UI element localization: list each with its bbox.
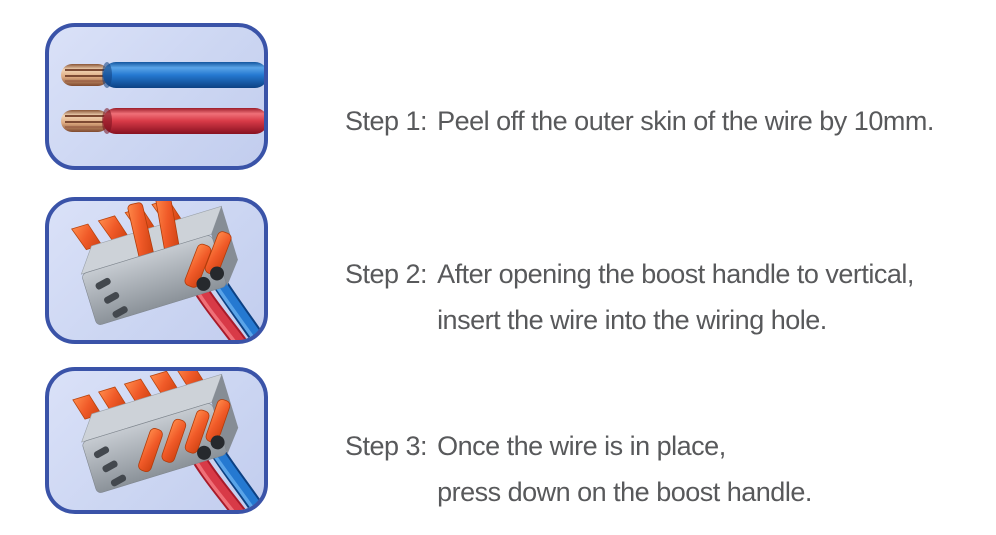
inserted-wires (191, 443, 264, 510)
connector-body-closed (72, 371, 239, 493)
step-3-label: Step 3: (345, 431, 428, 461)
step-2-label: Step 2: (345, 259, 428, 289)
step-1-lines: Peel off the outer skin of the wire by 1… (437, 98, 934, 144)
step-2-line-2: insert the wire into the wiring hole. (437, 305, 827, 335)
step-3-line-1: Once the wire is in place, (437, 431, 726, 461)
step1-image-panel (45, 23, 268, 170)
connector-open-illustration (71, 201, 264, 340)
step-3-line-2: press down on the boost handle. (437, 477, 812, 507)
stripped-wires-illustration (61, 62, 264, 134)
red-wire (61, 108, 264, 134)
connector-body-open (71, 201, 238, 325)
step2-image-panel (45, 197, 268, 344)
step-2-line-1: After opening the boost handle to vertic… (437, 259, 914, 289)
connector-closed-illustration (72, 371, 264, 510)
blue-wire (61, 62, 264, 88)
step-1-text: Step 1: Peel off the outer skin of the w… (345, 98, 934, 144)
step-3-text: Step 3: Once the wire is in place, press… (345, 423, 812, 515)
step3-image-panel (45, 367, 268, 514)
step-1-label: Step 1: (345, 106, 428, 136)
step-2-text: Step 2: After opening the boost handle t… (345, 251, 914, 343)
step-3-lines: Once the wire is in place, press down on… (437, 423, 812, 515)
step-2-lines: After opening the boost handle to vertic… (437, 251, 914, 343)
step-1-line-1: Peel off the outer skin of the wire by 1… (437, 106, 934, 136)
